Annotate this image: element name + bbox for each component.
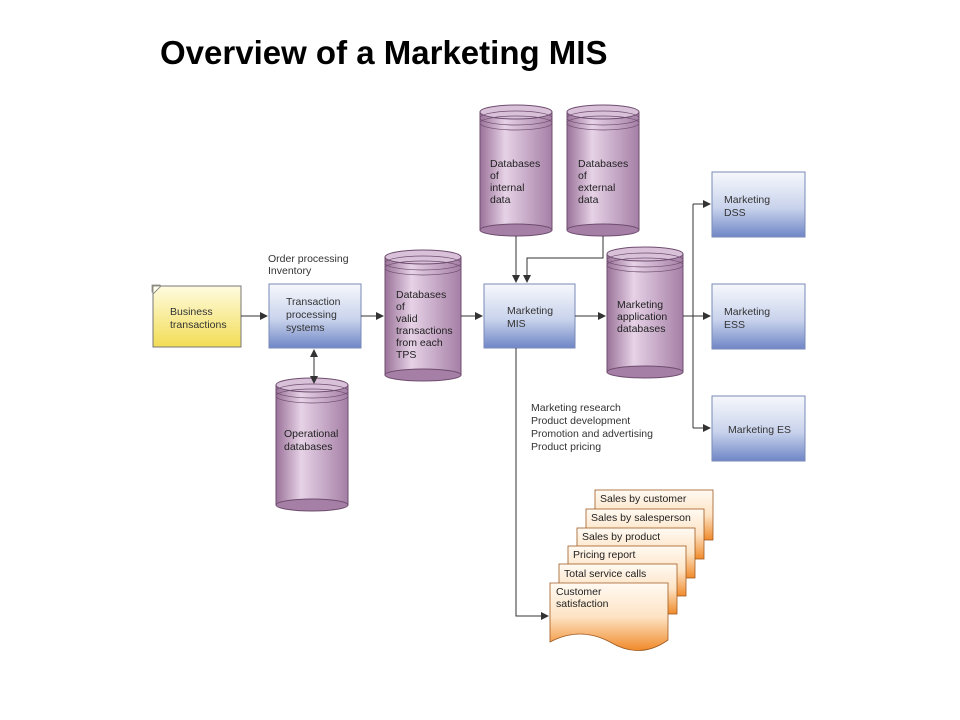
svg-text:Sales by salesperson: Sales by salesperson	[591, 512, 691, 524]
connectors	[241, 200, 711, 620]
mis-uses-list: Marketing research Product development P…	[531, 402, 656, 453]
internal-db-label: Databases of internal data	[490, 158, 543, 206]
svg-text:Customer satisfaction: Customer satisfaction	[556, 586, 609, 610]
app-db-label: Marketing application databases	[617, 299, 670, 335]
marketing-app-db-cylinder: Marketing application databases	[606, 246, 684, 379]
tps-label: Transaction processing systems	[286, 296, 343, 334]
marketing-dss-box: Marketing DSS	[711, 171, 806, 238]
es-label: Marketing ES	[728, 424, 791, 436]
external-db-label: Databases of external data	[578, 158, 631, 206]
business-transactions-doc: Business transactions	[151, 284, 242, 348]
tps-box: Transaction processing systems	[268, 283, 362, 349]
page-title: Overview of a Marketing MIS	[160, 34, 608, 71]
business-transactions-label: Business transactions	[170, 306, 227, 331]
marketing-mis-box: Marketing MIS	[483, 283, 576, 349]
svg-text:Total service calls: Total service calls	[564, 568, 646, 580]
valid-transactions-db-cylinder: Databases of valid transactions from eac…	[384, 249, 462, 382]
report-customer-satisfaction: Customer satisfaction	[549, 582, 669, 651]
valid-db-label: Databases of valid transactions from eac…	[396, 289, 456, 361]
dss-label: Marketing DSS	[724, 194, 773, 219]
operational-db-label: Operational databases	[284, 428, 341, 453]
operational-db-cylinder: Operational databases	[275, 377, 349, 512]
ess-label: Marketing ESS	[724, 306, 773, 331]
marketing-ess-box: Marketing ESS	[711, 283, 806, 350]
tps-note: Order processing Inventory	[268, 253, 351, 277]
marketing-mis-label: Marketing MIS	[507, 305, 556, 330]
svg-text:Pricing report: Pricing report	[573, 549, 636, 561]
internal-data-db-cylinder: Databases of internal data	[479, 104, 553, 237]
external-data-db-cylinder: Databases of external data	[566, 104, 640, 237]
svg-text:Sales by product: Sales by product	[582, 531, 660, 543]
report-stack: Sales by customer Sales by salesperson S…	[549, 489, 714, 651]
svg-text:Sales by customer: Sales by customer	[600, 493, 687, 505]
marketing-es-box: Marketing ES	[711, 395, 806, 462]
